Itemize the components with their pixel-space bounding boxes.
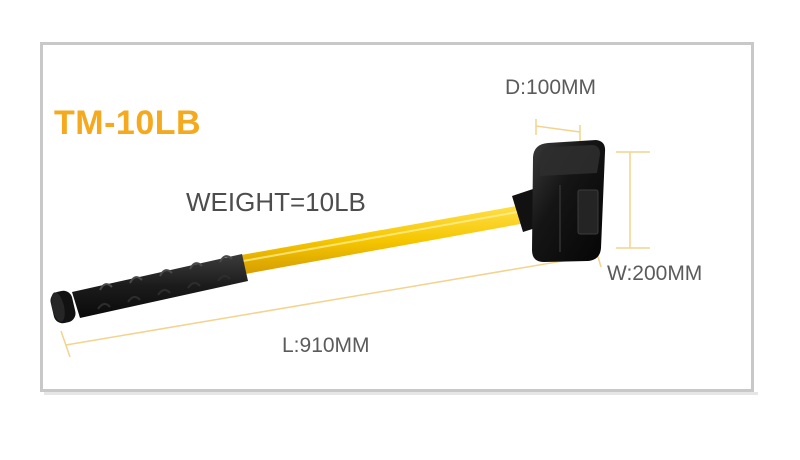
- width-dimension-line: [616, 151, 650, 249]
- product-frame: [40, 42, 754, 392]
- head-depth-label: D:100MM: [505, 76, 597, 99]
- frame-shadow: [44, 392, 758, 395]
- hammer-grip: [50, 254, 248, 324]
- head-width-label: W:200MM: [607, 262, 703, 285]
- depth-dimension-line: [535, 119, 581, 141]
- product-weight-label: WEIGHT=10LB: [186, 187, 366, 217]
- product-model-title: TM-10LB: [54, 104, 202, 142]
- length-label: L:910MM: [282, 334, 370, 357]
- hammer-head: [512, 140, 606, 262]
- hammer-handle: [230, 205, 526, 276]
